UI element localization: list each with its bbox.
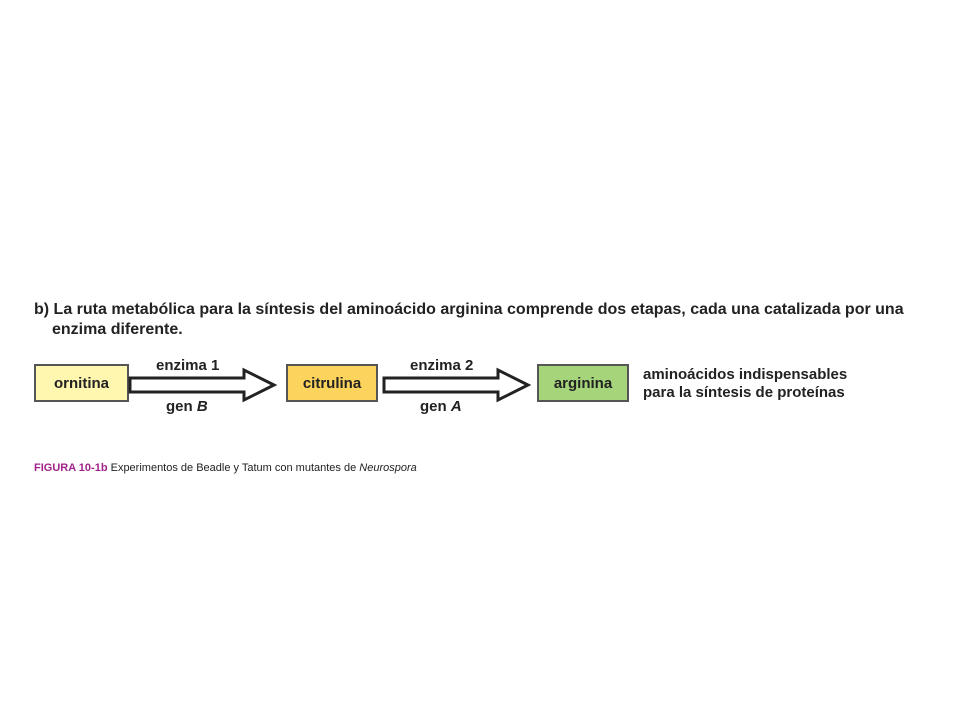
pathway-statement: b) La ruta metabólica para la síntesis d…	[34, 300, 934, 340]
statement-line-2: enzima diferente.	[52, 321, 183, 338]
figure-caption: FIGURA 10-1b Experimentos de Beadle y Ta…	[34, 462, 417, 474]
enzyme-label-2: enzima 2	[410, 357, 474, 374]
caption-text: Experimentos de Beadle y Tatum con mutan…	[107, 462, 360, 474]
compound-label-ornitina: ornitina	[54, 374, 109, 392]
compound-box-citrulina: citrulina	[286, 364, 378, 402]
note-line-2: para la síntesis de proteínas	[643, 384, 845, 401]
compound-label-arginina: arginina	[553, 374, 613, 392]
arrow-shape-2	[382, 367, 532, 403]
gene-label-a: gen A	[420, 398, 462, 415]
gene-letter-b: B	[196, 398, 208, 415]
gene-label-b: gen B	[166, 398, 208, 415]
enzyme-label-1: enzima 1	[156, 357, 220, 374]
gene-prefix-b: gen	[166, 398, 197, 415]
gene-letter-a: A	[450, 398, 462, 415]
caption-organism: Neurospora	[359, 462, 417, 474]
reaction-arrow-1	[128, 367, 278, 403]
reaction-arrow-2	[382, 367, 532, 403]
compound-box-ornitina: ornitina	[34, 364, 129, 402]
note-line-1: aminoácidos indispensables	[643, 366, 848, 383]
gene-prefix-a: gen	[420, 398, 451, 415]
compound-label-citrulina: citrulina	[302, 374, 362, 392]
arrow-shape-1	[128, 367, 278, 403]
compound-box-arginina: arginina	[537, 364, 629, 402]
caption-label: FIGURA 10-1b	[34, 462, 108, 474]
arginine-note: aminoácidos indispensables para la sínte…	[643, 366, 847, 402]
statement-line-1: b) La ruta metabólica para la síntesis d…	[34, 301, 904, 318]
